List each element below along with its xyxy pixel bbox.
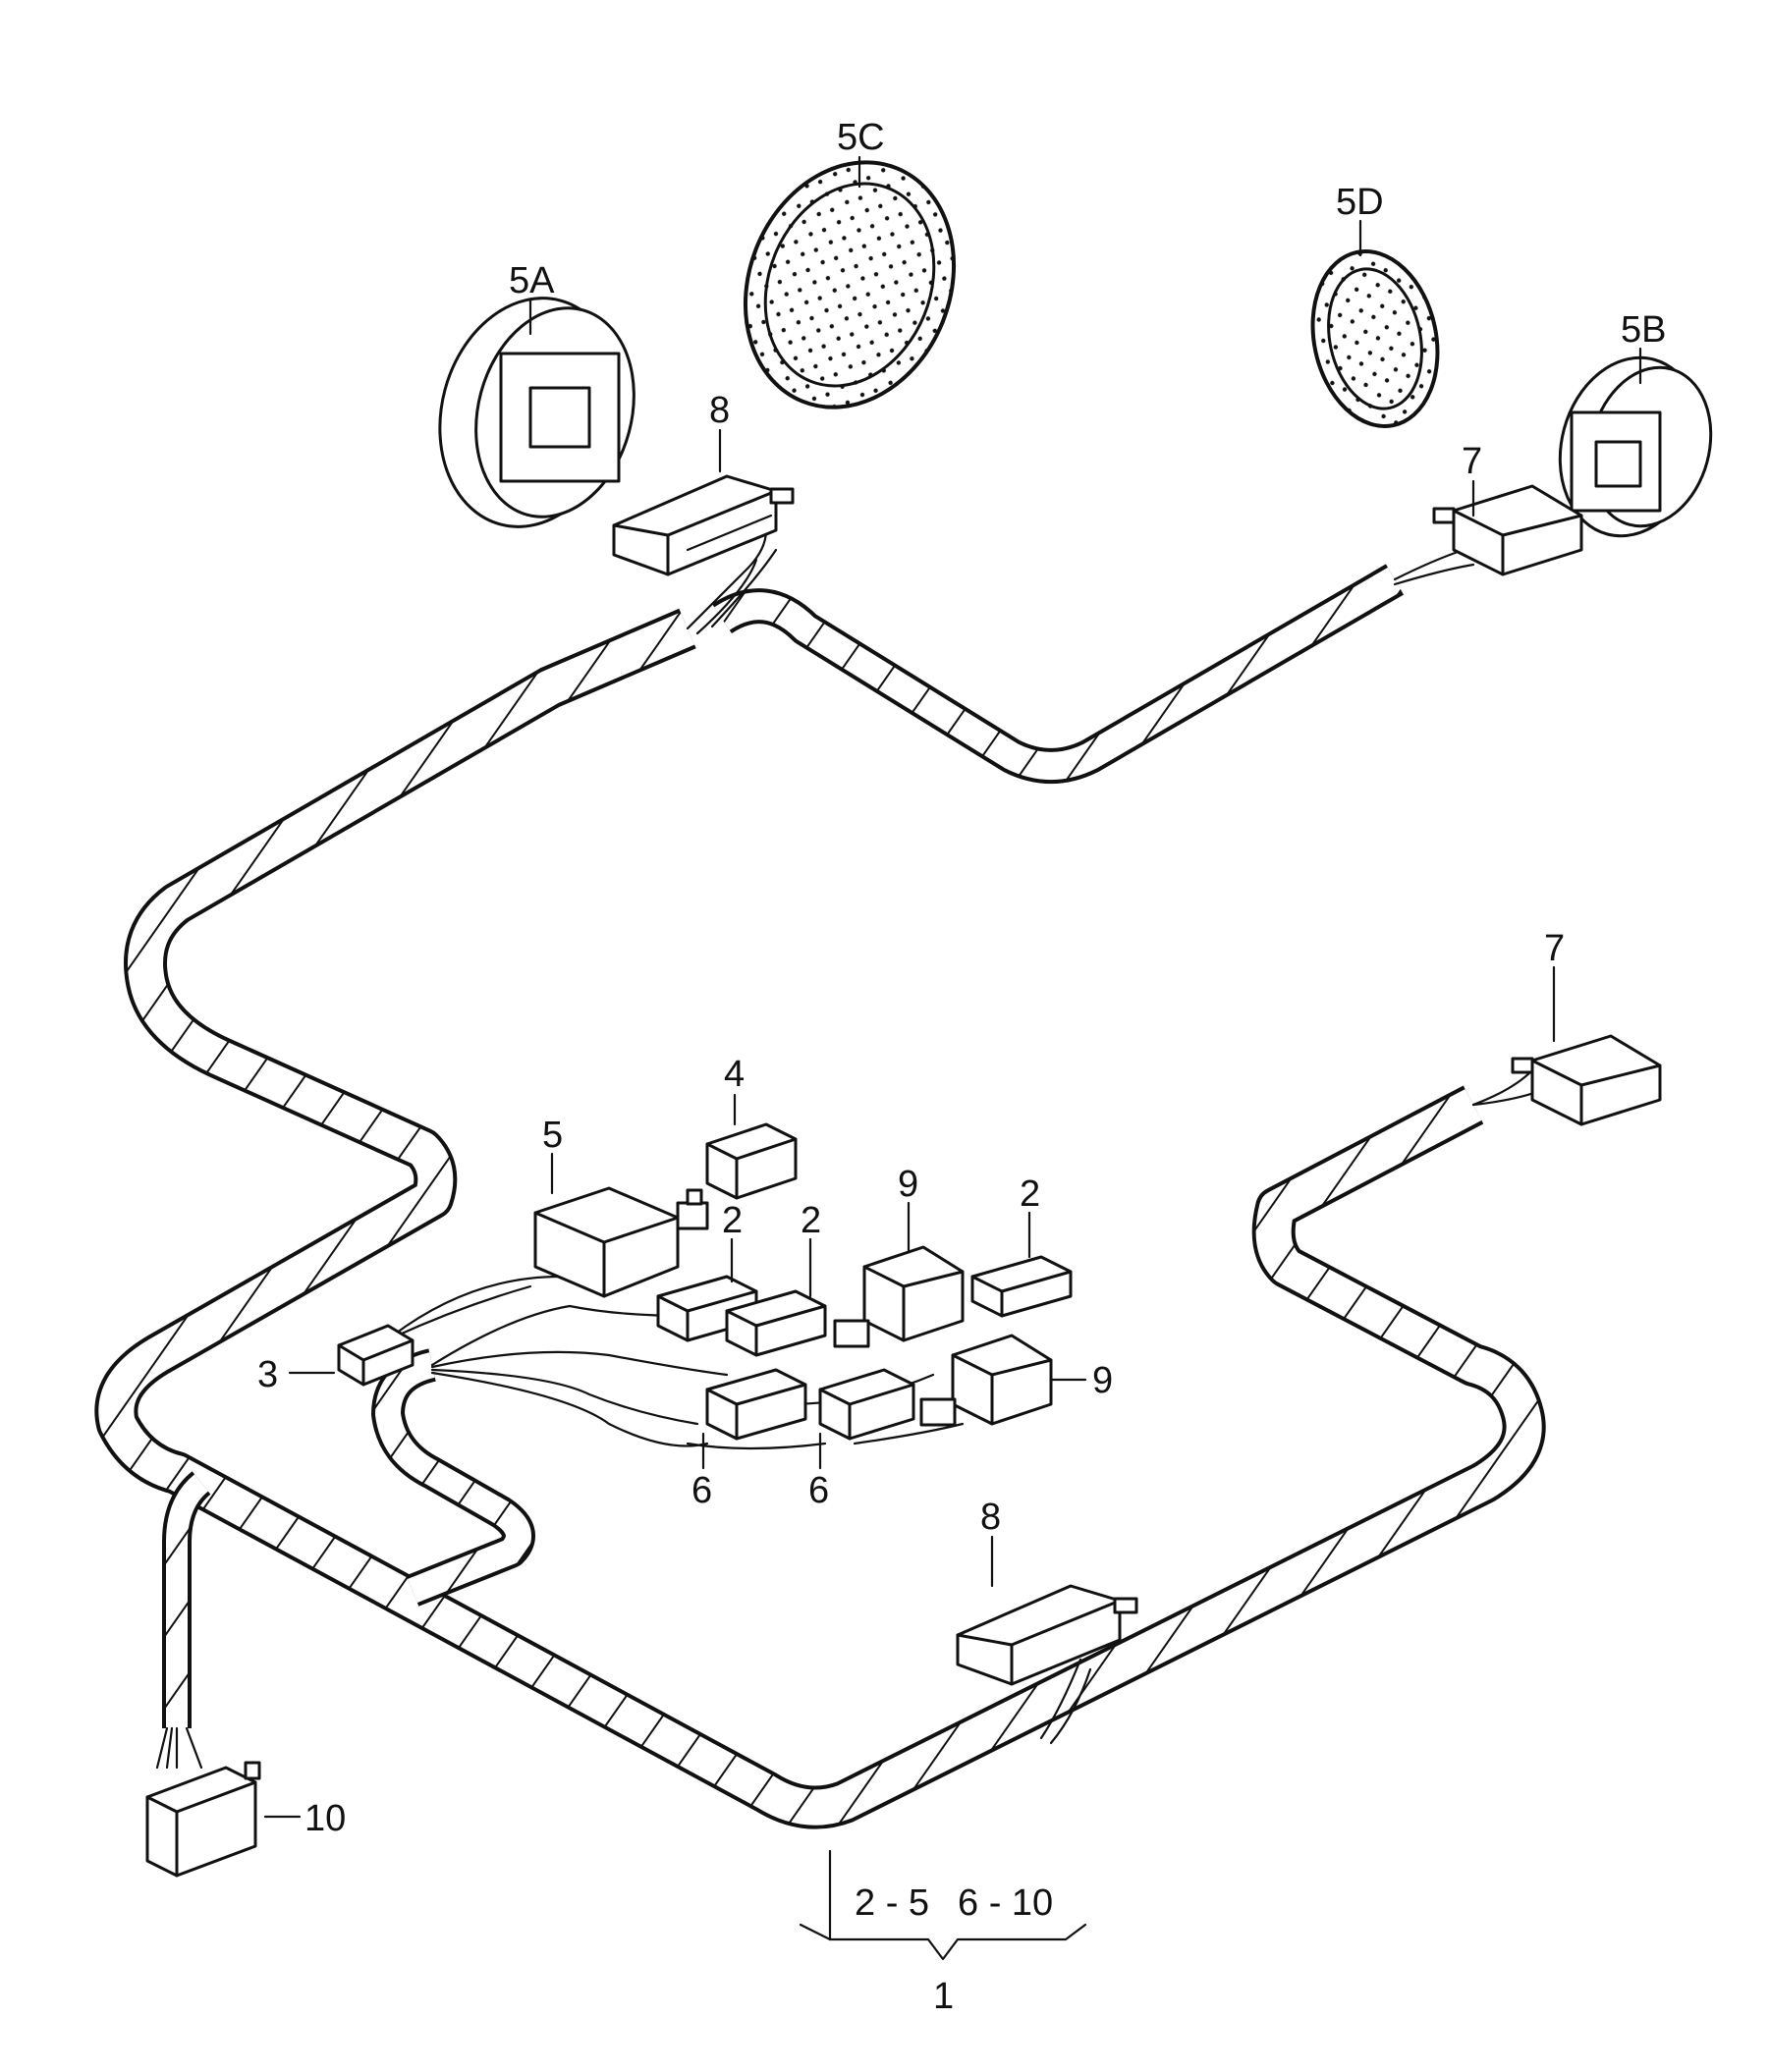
label-2-a: 2 (722, 1200, 743, 1241)
main-wiring-harness (94, 564, 1546, 1829)
connector-3-icon (337, 1324, 415, 1387)
connector-6-b-icon (818, 1368, 915, 1441)
connector-2-c-icon (970, 1255, 1073, 1318)
connector-10-icon (145, 1761, 261, 1878)
label-5B: 5B (1621, 309, 1666, 351)
connector-5-housing-icon (533, 1186, 709, 1298)
speaker-5B-icon (1558, 355, 1713, 538)
label-5: 5 (542, 1115, 563, 1156)
connector-6-a-icon (705, 1368, 807, 1441)
connector-7-top-icon (1432, 484, 1583, 576)
label-9-right: 9 (1092, 1360, 1113, 1401)
label-2-b: 2 (801, 1200, 821, 1241)
label-range-6-10: 6 - 10 (958, 1882, 1053, 1924)
label-8-bottom: 8 (980, 1497, 1001, 1538)
leader-lines (263, 155, 1642, 1961)
label-3: 3 (257, 1354, 278, 1395)
speaker-5D-grille-icon (1310, 249, 1440, 428)
label-1: 1 (933, 1976, 954, 2017)
label-5C: 5C (837, 117, 885, 158)
callout-labels: 5A 5C 5D 5B 8 7 7 4 5 9 2 2 2 3 9 6 6 8 … (257, 117, 1666, 2017)
connector-9-right-icon (919, 1334, 1053, 1427)
connector-9-top-icon (833, 1245, 965, 1348)
speaker-5A-icon (438, 297, 636, 528)
label-6-b: 6 (808, 1470, 829, 1511)
label-5D: 5D (1336, 182, 1384, 223)
label-4: 4 (724, 1054, 745, 1095)
label-range-2-5: 2 - 5 (855, 1882, 929, 1924)
label-6-a: 6 (691, 1470, 712, 1511)
label-7-top: 7 (1462, 441, 1482, 482)
label-8-top: 8 (709, 390, 730, 431)
label-9-top: 9 (898, 1164, 918, 1205)
connector-2-b-icon (725, 1289, 827, 1357)
connector-8-bottom-icon (956, 1584, 1138, 1686)
connector-7-right-icon (1511, 1034, 1662, 1126)
connector-8-top-icon (612, 474, 795, 576)
relay-4-icon (705, 1122, 798, 1200)
speaker-5C-grille-icon (743, 160, 957, 409)
label-7-right: 7 (1544, 928, 1565, 969)
label-10: 10 (304, 1798, 346, 1839)
label-5A: 5A (509, 260, 555, 301)
label-2-c: 2 (1020, 1173, 1040, 1215)
